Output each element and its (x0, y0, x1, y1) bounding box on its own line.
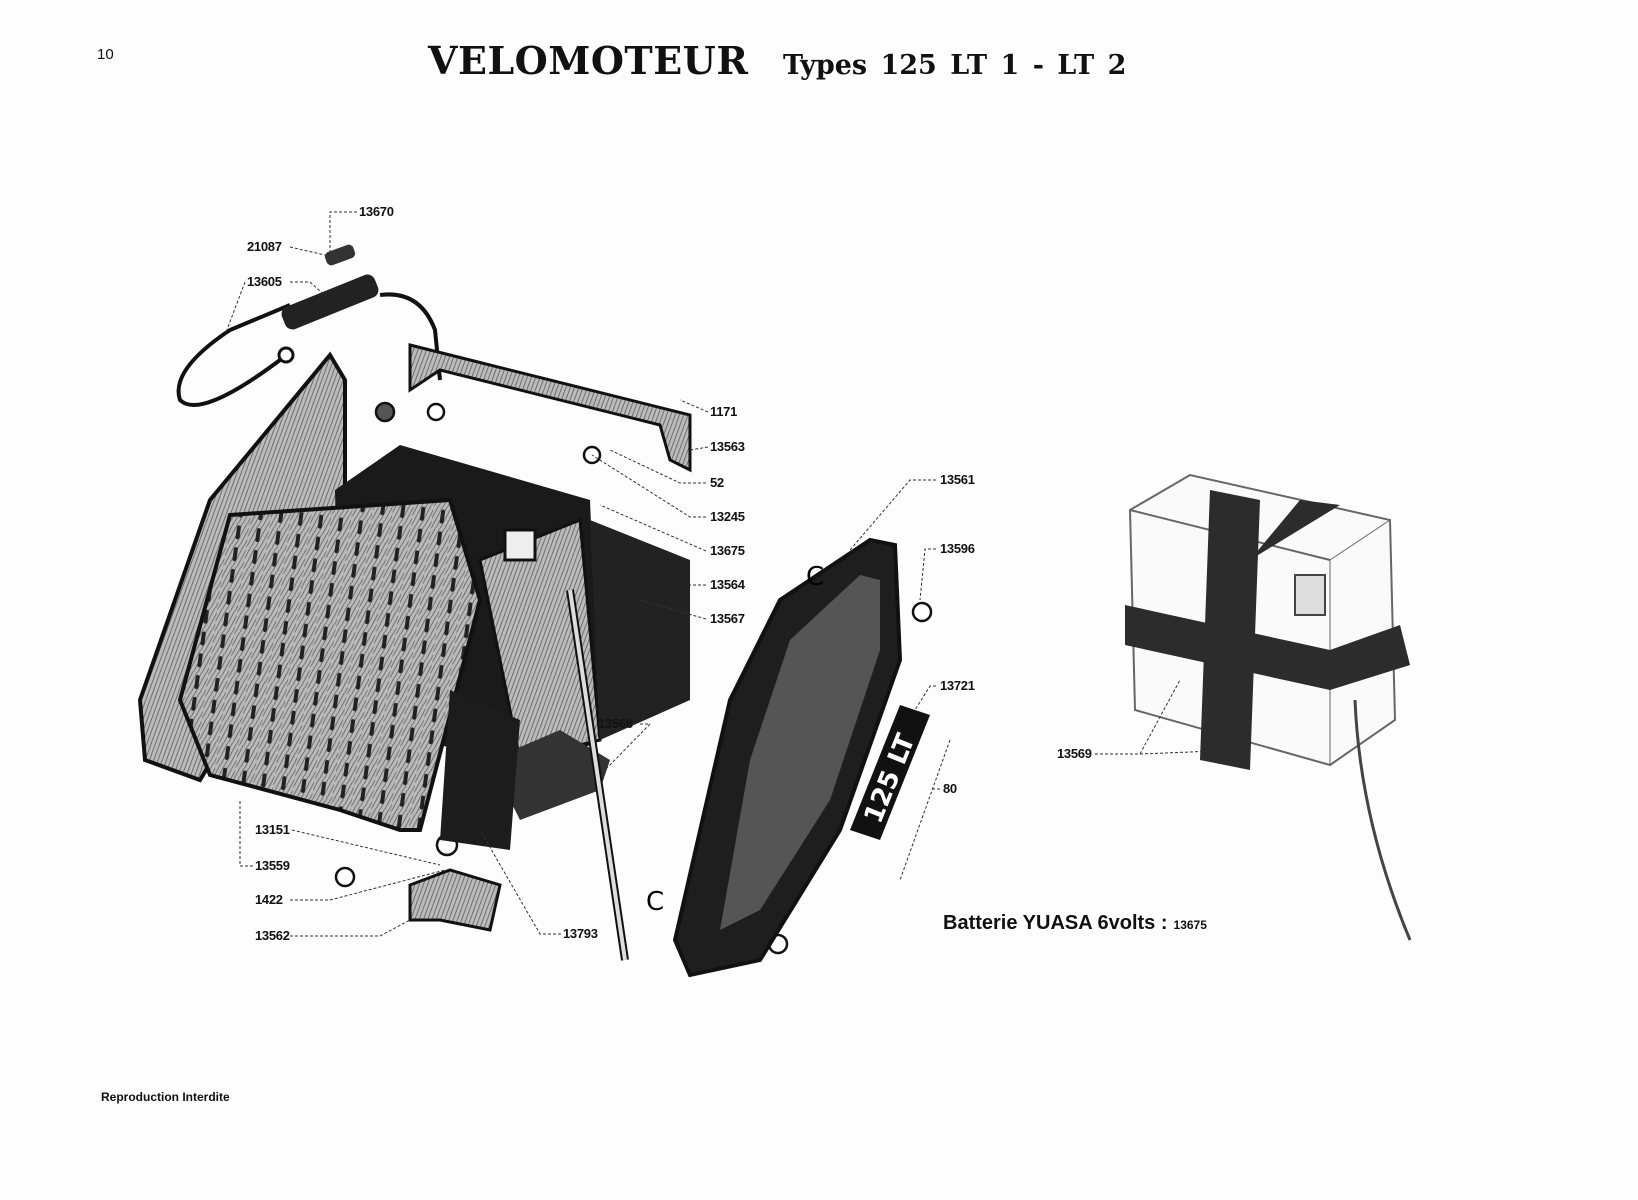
part-label-13563: 13563 (710, 439, 745, 454)
part-label-1171: 1171 (710, 404, 738, 419)
circlip-c: C (646, 887, 664, 917)
part-label-13605: 13605 (247, 274, 282, 289)
part-label-80: 80 (943, 781, 957, 796)
bracket (408, 343, 692, 473)
page-number: 10 (97, 46, 114, 63)
assembled-battery-view (1125, 473, 1412, 941)
page-title: VELOMOTEUR (428, 38, 749, 83)
part-label-1422: 1422 (255, 892, 283, 907)
battery-note: Batterie YUASA 6volts : 13675 (943, 912, 1207, 935)
battery-note-code: 13675 (1173, 918, 1207, 932)
part-label-13568: 13568 (598, 716, 633, 731)
part-label-13721: 13721 (940, 678, 975, 693)
part-label-13675: 13675 (710, 543, 745, 558)
part-label-52: 52 (710, 475, 724, 490)
part-label-13245: 13245 (710, 509, 745, 524)
part-label-13564: 13564 (710, 577, 745, 592)
circlip-c: C (806, 562, 824, 592)
battery-note-text: Batterie YUASA 6volts : (943, 912, 1168, 934)
leader-lines (224, 211, 1241, 937)
footer-notice: Reproduction Interdite (101, 1090, 230, 1104)
part-label-13151: 13151 (255, 822, 290, 837)
part-label-13561: 13561 (940, 472, 975, 487)
part-label-13569: 13569 (1057, 746, 1092, 761)
page-subtitle: Types 125 LT 1 - LT 2 (783, 50, 1127, 81)
inner-support (440, 690, 520, 850)
part-label-13596: 13596 (940, 541, 975, 556)
front-grille-cover (177, 497, 483, 832)
part-label-13793: 13793 (563, 926, 598, 941)
part-label-13567: 13567 (710, 611, 745, 626)
part-label-13562: 13562 (255, 928, 290, 943)
part-label-13559: 13559 (255, 858, 290, 873)
corner-bracket (408, 868, 502, 932)
part-label-13670: 13670 (359, 204, 394, 219)
part-label-21087: 21087 (247, 239, 282, 254)
fuse-cable (176, 244, 442, 407)
bolts (334, 401, 933, 955)
